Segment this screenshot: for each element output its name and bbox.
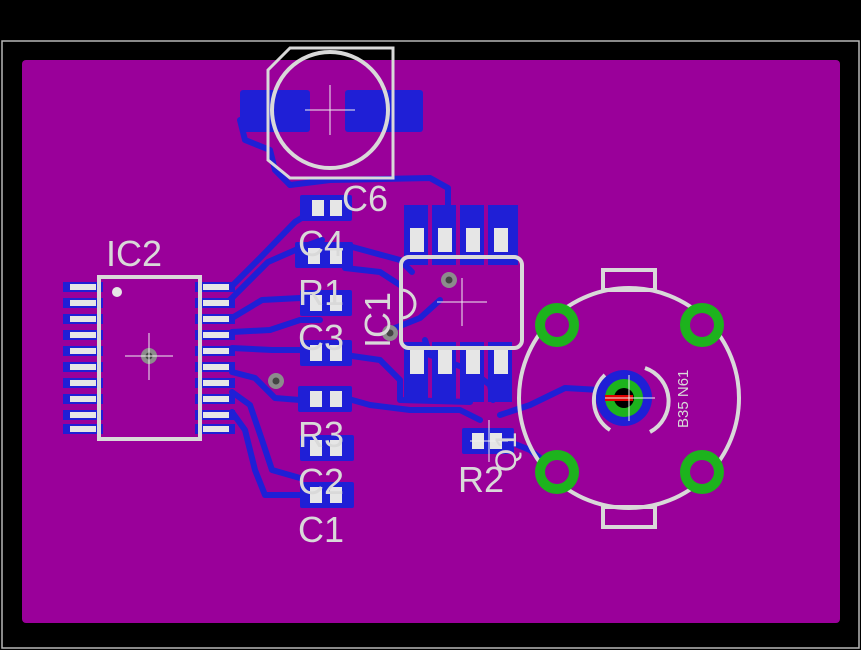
copper-pour [22, 60, 840, 623]
label-r1: R1 [298, 272, 344, 313]
board-outline [1, 40, 860, 649]
label-c4: C4 [298, 223, 344, 264]
label-r3: R3 [298, 414, 344, 455]
sensor-arc-left [591, 373, 612, 432]
label-c3: C3 [298, 317, 344, 358]
trace [287, 175, 451, 211]
trace [342, 265, 403, 288]
sensor-tab-top [601, 268, 657, 292]
silkscreen [97, 46, 741, 529]
trace [342, 395, 483, 423]
label-r2: R2 [458, 459, 504, 500]
ic2-body [97, 275, 202, 441]
passive-bodies [70, 200, 508, 503]
trace [237, 117, 293, 188]
trace [342, 242, 415, 275]
ic1-body [399, 255, 524, 350]
label-ic2: IC2 [106, 233, 162, 274]
ic1-notch [400, 288, 417, 320]
c6-outline [266, 46, 395, 180]
c6-pad-right [345, 90, 423, 132]
sensor-tab-bottom [601, 505, 657, 529]
sensor-arc-right [644, 366, 671, 434]
label-ic1: IC1 [357, 292, 398, 348]
c6-pad-left [240, 90, 310, 132]
vias [141, 272, 457, 389]
label-sensor: B35 N61 [675, 370, 692, 428]
trace [229, 389, 303, 481]
label-c6: C6 [342, 178, 388, 219]
trace [229, 409, 303, 498]
label-q1: Q1 [490, 432, 523, 472]
trace [497, 385, 603, 418]
label-c1: C1 [298, 509, 344, 550]
origin-crosshairs [125, 85, 655, 462]
trace [229, 369, 303, 403]
label-c2: C2 [298, 461, 344, 502]
c6-body [270, 50, 390, 170]
trace [229, 317, 323, 335]
